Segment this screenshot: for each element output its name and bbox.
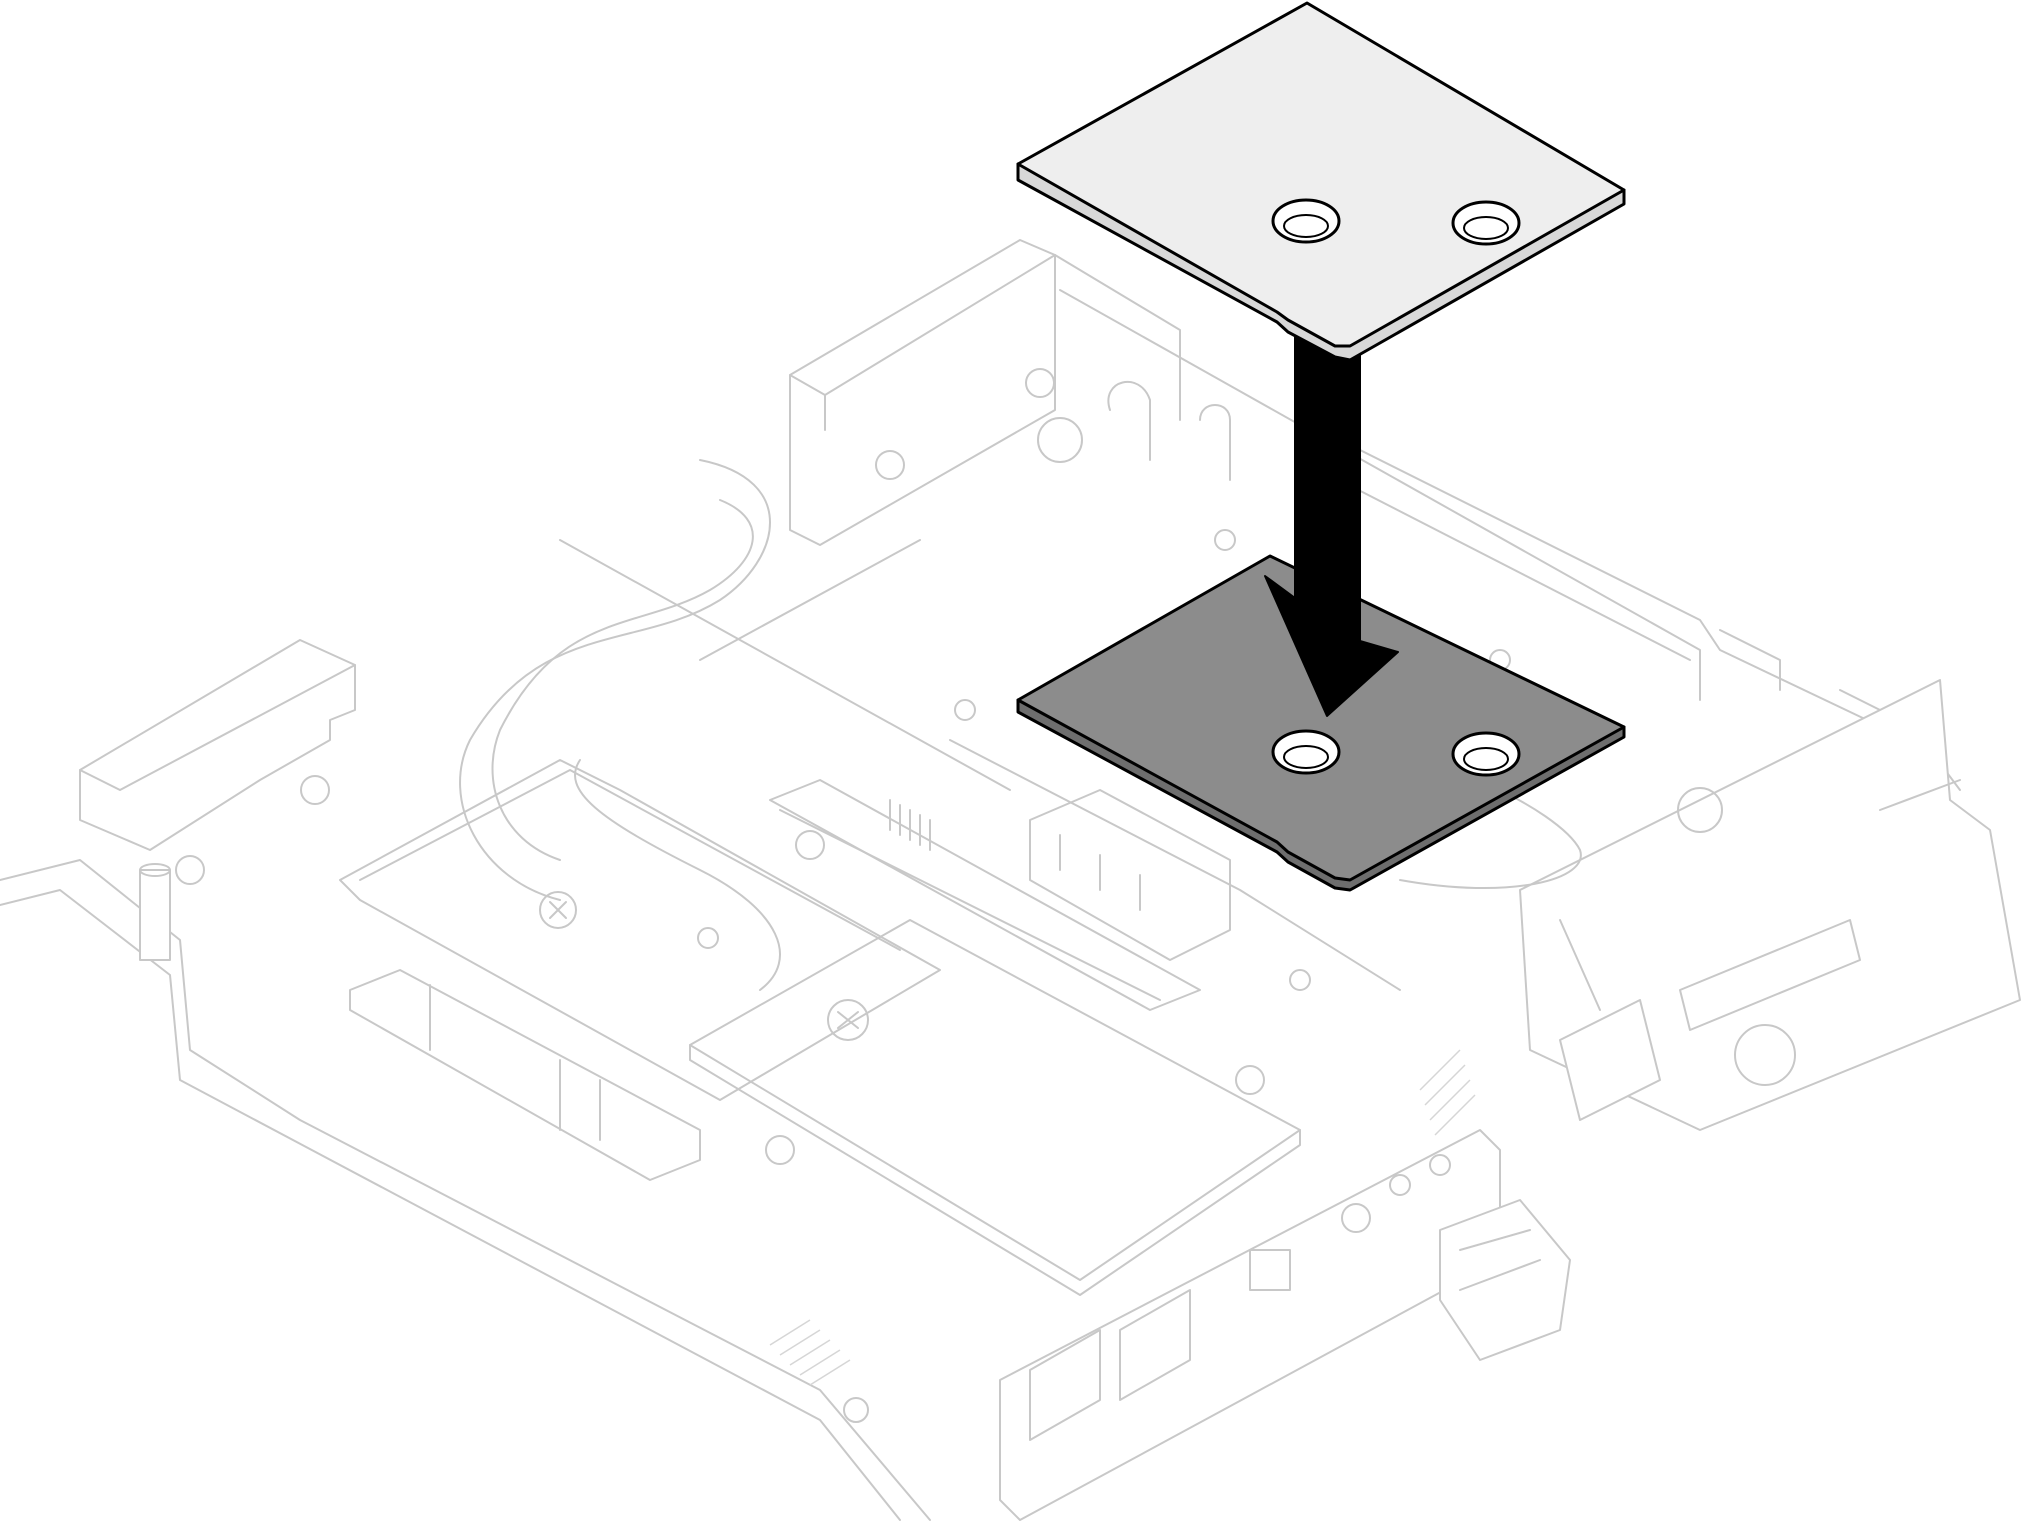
vga-port [1249,1249,1291,1291]
riser-card [689,919,1301,1281]
rear-bracket-top [789,254,1056,431]
board-screws [175,368,1796,1165]
frame-line-3 [949,739,1401,991]
screw-icon [1734,1024,1796,1086]
pcie-slot [769,779,1201,1011]
screw-icon [300,775,330,805]
usb-port-2 [1119,1289,1191,1401]
screw-icon [843,1397,869,1423]
cable-loop [459,459,771,901]
screw-icon [1025,368,1055,398]
screw-icon [1235,1065,1265,1095]
screw-icon [539,891,577,929]
system-board-tray [0,239,2021,1521]
cable-loop-inner [491,499,754,861]
rear-bracket [789,239,1056,546]
led-icon [1429,1154,1451,1176]
screw-icon [765,1135,795,1165]
handle-latch [1439,1199,1571,1361]
rear-bracket-inner [1054,254,1701,701]
led-icon [1389,1174,1411,1196]
frame-line-1 [559,539,1011,791]
power-button-icon [1341,1203,1371,1233]
left-bracket-upper-top [79,664,356,791]
new-pad-surface [1016,1,1626,348]
connector-header [1029,789,1231,961]
m2-module [339,759,941,1101]
left-connector [349,969,701,1181]
screw-icon [954,699,976,721]
serial-port [1679,919,1861,1031]
usb-port [1029,1329,1101,1441]
latch-clip [1107,381,1231,481]
riser-card-edge [689,1044,1301,1296]
rj45-port [1559,999,1661,1121]
tray-left-rail [0,889,901,1521]
thermal-pad-installed [1016,554,1626,892]
screw-icon [795,830,825,860]
screw-icon [1677,787,1723,833]
thermal-pad [1016,1,1626,362]
screw-icon [875,450,905,480]
screw-icon [1289,969,1311,991]
standoff-post [139,869,171,961]
screw-icon [1214,529,1236,551]
screw-icon [175,855,205,885]
frame-line-2 [699,539,921,661]
vent-hatch-left [769,1319,851,1386]
vent-hatch-right [1419,1049,1476,1136]
tray-front-edge [0,859,931,1521]
screw-icon [827,999,869,1041]
down-arrow-icon [1264,331,1399,717]
left-bracket-upper [79,639,356,851]
pin-header [889,799,931,851]
screw-icon [1037,417,1083,463]
m2-module-curve [574,759,781,991]
